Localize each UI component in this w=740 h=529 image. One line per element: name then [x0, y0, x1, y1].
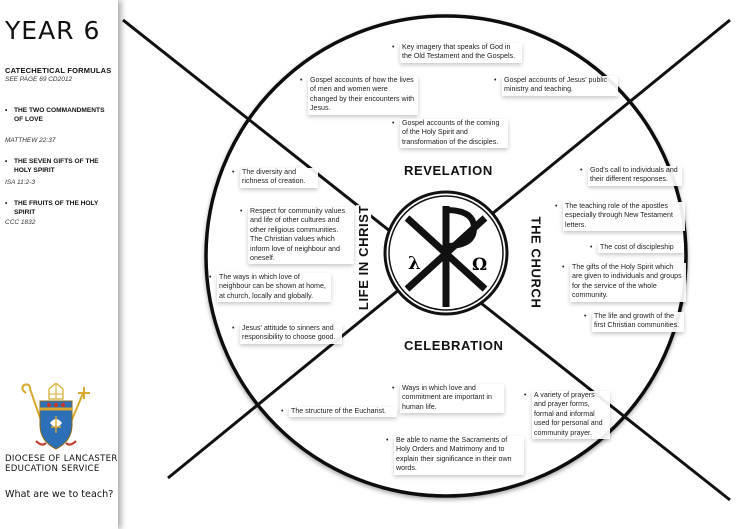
note-text: The life and growth of the first Christi… [594, 312, 680, 330]
formula-item: • THE TWO COMMANDMENTS OF LOVE [5, 106, 113, 124]
bullet-icon: • [524, 392, 527, 399]
note-celebration: • The structure of the Eucharist. [281, 407, 397, 418]
note-text: The cost of discipleship [600, 243, 674, 251]
bullet-icon: • [584, 313, 587, 320]
note-text: The diversity and richness of creation. [242, 168, 306, 186]
catechetical-heading: CATECHETICAL FORMULAS [5, 66, 112, 75]
sidebar: YEAR 6 CATECHETICAL FORMULAS SEE PAGE 69… [0, 0, 118, 529]
formula-item: • THE SEVEN GIFTS OF THE HOLY SPIRIT [5, 157, 113, 175]
formula-label: THE FRUITS OF THE HOLY SPIRIT [14, 200, 99, 216]
diocese-line: EDUCATION SERVICE [5, 464, 100, 474]
bullet-icon: • [5, 107, 8, 114]
note-the-church: • The cost of discipleship [590, 243, 684, 254]
note-the-church: • The teaching role of the apostles espec… [555, 202, 685, 232]
bullet-icon: • [232, 325, 235, 332]
bullet-icon: • [281, 408, 284, 415]
guiding-question: What are we to teach? [5, 489, 114, 500]
bullet-icon: • [5, 158, 8, 165]
catechetical-heading-ref: SEE PAGE 69 CD2012 [5, 76, 73, 83]
label-life-in-christ: LIFE IN CHRIST [356, 204, 372, 311]
note-text: Be able to name the Sacraments of Holy O… [396, 436, 512, 473]
chi-rho-icon: λ Ω [383, 190, 509, 316]
note-text: Key imagery that speaks of God in the Ol… [402, 43, 516, 61]
bullet-icon: • [240, 208, 243, 215]
alpha-glyph: λ [408, 253, 421, 274]
bullet-icon: • [392, 385, 395, 392]
note-text: Respect for community values and life of… [250, 207, 346, 263]
bullet-icon: • [209, 274, 212, 281]
bullet-icon: • [232, 169, 235, 176]
note-text: A variety of prayers and prayer forms, f… [534, 391, 603, 437]
note-text: Ways in which love and commitment are im… [402, 384, 492, 411]
label-the-church: THE CHURCH [528, 216, 544, 309]
bullet-icon: • [562, 264, 565, 271]
note-revelation: • Key imagery that speaks of God in the O… [392, 43, 522, 63]
formula-ref: ISA 11:2-3 [5, 179, 35, 186]
note-celebration: • A variety of prayers and prayer forms, … [524, 391, 610, 440]
formula-item: • THE FRUITS OF THE HOLY SPIRIT [5, 199, 113, 217]
bullet-icon: • [590, 244, 593, 251]
note-text: The gifts of the Holy Spirit which are g… [572, 263, 682, 300]
diocese-crest-icon [21, 383, 90, 450]
formula-label: THE SEVEN GIFTS OF THE HOLY SPIRIT [14, 158, 99, 174]
label-celebration: CELEBRATION [404, 338, 504, 353]
curriculum-wheel: λ Ω REVELATION CELEBRATION LIFE IN CHRIS… [118, 0, 740, 529]
note-life-in-christ: • Respect for community values and life o… [240, 207, 354, 265]
bullet-icon: • [555, 203, 558, 210]
note-the-church: • The life and growth of the first Christ… [584, 312, 684, 332]
label-revelation: REVELATION [404, 163, 493, 178]
bullet-icon: • [5, 200, 8, 207]
note-text: Gospel accounts of how the lives of men … [310, 76, 415, 113]
note-text: The structure of the Eucharist. [291, 407, 387, 415]
omega-glyph: Ω [472, 255, 487, 275]
note-life-in-christ: • The ways in which love of neighbour can… [209, 273, 331, 303]
note-revelation: • Gospel accounts of Jesus' public minist… [494, 76, 618, 96]
bullet-icon: • [386, 437, 389, 444]
note-text: Jesus' attitude to sinners and responsib… [242, 324, 336, 342]
note-text: God's call to individuals and their diff… [590, 166, 678, 184]
note-text: Gospel accounts of the coming of the Hol… [402, 119, 500, 146]
note-text: The teaching role of the apostles especi… [565, 202, 673, 229]
note-revelation: • Gospel accounts of the coming of the Ho… [392, 119, 508, 149]
year-title: YEAR 6 [5, 16, 101, 45]
formula-ref: CCC 1832 [5, 219, 36, 226]
note-the-church: • The gifts of the Holy Spirit which are … [562, 263, 686, 302]
note-the-church: • God's call to individuals and their dif… [580, 166, 682, 186]
bullet-icon: • [392, 120, 395, 127]
formula-ref: MATTHEW 22:37 [5, 137, 56, 144]
note-revelation: • Gospel accounts of how the lives of men… [300, 76, 418, 115]
bullet-icon: • [392, 44, 395, 51]
diocese-name: DIOCESE OF LANCASTER EDUCATION SERVICE [5, 454, 118, 474]
bullet-icon: • [580, 167, 583, 174]
bullet-icon: • [300, 77, 303, 84]
formula-label: THE TWO COMMANDMENTS OF LOVE [14, 107, 105, 123]
note-celebration: • Be able to name the Sacraments of Holy … [386, 436, 524, 475]
wheel-graphic: λ Ω [122, 14, 731, 502]
diocese-line: DIOCESE OF LANCASTER [5, 454, 118, 464]
note-life-in-christ: • Jesus' attitude to sinners and responsi… [232, 324, 342, 344]
note-celebration: • Ways in which love and commitment are i… [392, 384, 504, 414]
bullet-icon: • [494, 77, 497, 84]
note-life-in-christ: • The diversity and richness of creation. [232, 168, 318, 188]
note-text: Gospel accounts of Jesus' public ministr… [504, 76, 608, 94]
note-text: The ways in which love of neighbour can … [219, 273, 326, 300]
